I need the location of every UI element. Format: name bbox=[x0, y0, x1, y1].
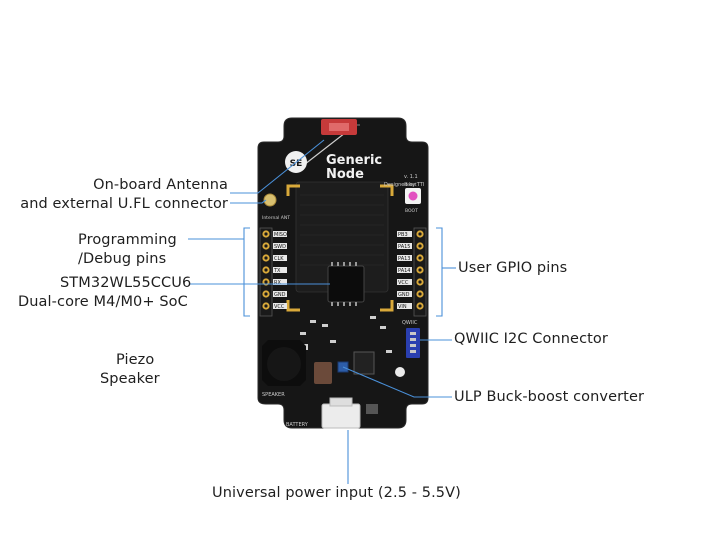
right-pin-label: GND bbox=[398, 292, 410, 298]
gold-brackets bbox=[286, 184, 394, 312]
rf-module-pattern bbox=[300, 194, 384, 266]
right-pin-label: VIN bbox=[398, 304, 407, 310]
boot-text: BOOT bbox=[405, 208, 418, 214]
mcu-pins bbox=[331, 262, 357, 306]
mounting-dot bbox=[395, 367, 405, 377]
left-pin-label: RX bbox=[274, 280, 281, 286]
label-qwiic: QWIIC I2C Connector bbox=[454, 331, 608, 347]
right-pin-label: PA15 bbox=[398, 244, 410, 250]
battery-silk: BATTERY bbox=[286, 422, 309, 428]
qwiic-connector bbox=[406, 328, 420, 358]
label-soc-line2: Dual-core M4/M0+ SoC bbox=[18, 294, 188, 310]
right-pin-label: VCC bbox=[398, 280, 409, 286]
logo-text: SE bbox=[290, 159, 303, 169]
bracket-left bbox=[243, 227, 250, 317]
label-piezo-line2: Speaker bbox=[100, 371, 160, 387]
label-antenna: On-board Antenna and external U.FL conne… bbox=[8, 176, 228, 214]
reset-text: Reset bbox=[404, 182, 417, 188]
right-pin-label: PB3 bbox=[398, 232, 408, 238]
left-header-pins bbox=[259, 227, 287, 317]
right-pin-label: PA13 bbox=[398, 256, 410, 262]
qwiic-silk: QWIIC bbox=[402, 320, 418, 326]
leader-antenna bbox=[230, 139, 325, 194]
designer-text: Designed by TTI bbox=[384, 182, 424, 188]
inductor-2 bbox=[353, 351, 375, 375]
version-text: v. 1.1 bbox=[404, 174, 418, 180]
left-pin-label: TX bbox=[273, 268, 281, 274]
label-programming-line1: Programming bbox=[78, 232, 177, 248]
right-pin-label: PA14 bbox=[398, 268, 410, 274]
brand-line1: Generic bbox=[326, 153, 382, 168]
label-buck: ULP Buck-boost converter bbox=[454, 389, 645, 405]
brand-line2: Node bbox=[326, 167, 364, 182]
label-programming: Programming /Debug pins bbox=[78, 231, 177, 269]
bracket-right bbox=[436, 227, 443, 317]
left-pin-label: GND bbox=[274, 292, 286, 298]
label-soc-line1: STM32WL55CCU6 bbox=[60, 275, 192, 291]
left-pin-label: MISO bbox=[274, 232, 287, 238]
label-antenna-line2: and external U.FL connector bbox=[20, 196, 228, 212]
label-gpio: User GPIO pins bbox=[458, 260, 568, 276]
left-pin-label: CLK bbox=[274, 256, 284, 262]
left-pin-label: VCC bbox=[274, 304, 285, 310]
leader-buck bbox=[342, 366, 452, 398]
speaker-silk: SPEAKER bbox=[262, 392, 285, 398]
inductor-1 bbox=[314, 362, 332, 384]
antenna-switch-text: Internal ANT bbox=[262, 215, 290, 221]
ufl-pad bbox=[263, 193, 277, 207]
label-piezo-line1: Piezo bbox=[116, 352, 155, 368]
label-piezo: Piezo Speaker bbox=[100, 351, 160, 389]
label-programming-line2: /Debug pins bbox=[78, 251, 167, 267]
label-soc: STM32WL55CCU6 Dual-core M4/M0+ SoC bbox=[18, 274, 191, 312]
label-power: Universal power input (2.5 - 5.5V) bbox=[212, 485, 461, 501]
right-header-pins bbox=[397, 227, 427, 317]
left-pin-label: SWD bbox=[274, 244, 286, 250]
label-antenna-line1: On-board Antenna bbox=[93, 177, 228, 193]
cap-component bbox=[366, 404, 378, 414]
